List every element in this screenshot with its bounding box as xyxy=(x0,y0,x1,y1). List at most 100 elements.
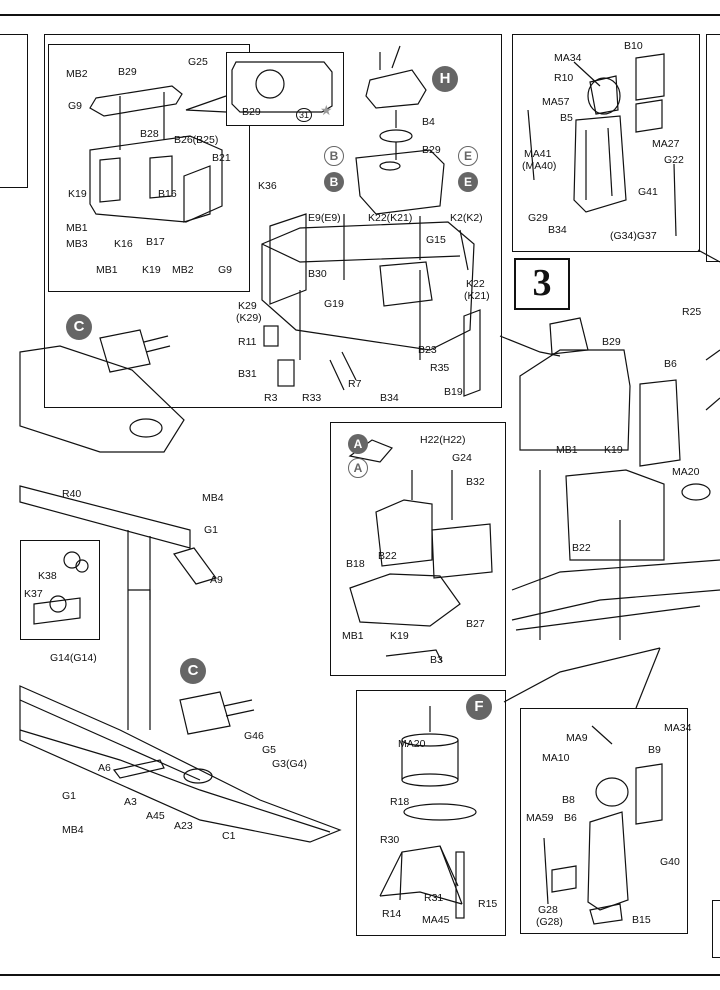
label-g1-hull: G1 xyxy=(62,790,77,802)
callout-a: A xyxy=(348,434,368,454)
inset-circle-number: 31 xyxy=(296,108,312,122)
deck-detail-inset xyxy=(48,44,250,292)
label-g40: G40 xyxy=(660,856,680,868)
label-a6: A6 xyxy=(98,762,111,774)
label-k19-director: K19 xyxy=(390,630,409,642)
mast-assembly-panel xyxy=(512,34,700,252)
b18-platform xyxy=(349,573,461,627)
label-r7: R7 xyxy=(348,378,362,390)
label-b30: B30 xyxy=(308,268,327,280)
label-r14: R14 xyxy=(382,908,402,920)
label-mb4-hull: MB4 xyxy=(62,824,84,836)
label-g15: G15 xyxy=(426,234,446,246)
callout-b: B xyxy=(324,172,344,192)
top-rule xyxy=(0,14,720,16)
label-g25: G25 xyxy=(188,56,208,68)
k38-k37-inset xyxy=(20,540,100,640)
label-b8: B8 xyxy=(562,794,575,806)
label-k38: K38 xyxy=(38,570,57,582)
b29-top-view-inset xyxy=(226,52,344,126)
label-mb4: MB4 xyxy=(202,492,224,504)
label-b4: B4 xyxy=(422,116,435,128)
label-b21: B21 xyxy=(212,152,231,164)
label-b34-mast: B34 xyxy=(548,224,567,236)
label-g9: G9 xyxy=(68,100,83,112)
label-b31: B31 xyxy=(238,368,257,380)
label-a45: A45 xyxy=(146,810,165,822)
right-edge-panel xyxy=(706,34,720,262)
label-k19-b: K19 xyxy=(142,264,161,276)
label-k21: (K21) xyxy=(464,290,490,302)
mast-tower xyxy=(573,115,627,213)
label-b16: B16 xyxy=(158,188,177,200)
label-k19: K19 xyxy=(68,188,87,200)
label-g3-g4: G3(G4) xyxy=(272,758,308,770)
label-r18: R18 xyxy=(390,796,410,808)
aft-mast-tower xyxy=(587,811,629,911)
right-bottom-edge-panel xyxy=(712,900,720,958)
inset-star-icon: ★ xyxy=(320,102,333,118)
label-k22-k21: K22(K21) xyxy=(368,212,413,224)
label-ma10: MA10 xyxy=(542,752,570,764)
label-k2-k2: K2(K2) xyxy=(450,212,483,224)
callout-h: H xyxy=(432,66,458,92)
label-a3: A3 xyxy=(124,796,137,808)
label-g22: G22 xyxy=(664,154,684,166)
step-number: 3 xyxy=(514,258,570,310)
label-b5: B5 xyxy=(560,112,573,124)
label-g41: G41 xyxy=(638,186,658,198)
label-b6-aft: B6 xyxy=(564,812,577,824)
label-b18: B18 xyxy=(346,558,365,570)
label-b17: B17 xyxy=(146,236,165,248)
label-g29: G29 xyxy=(528,212,548,224)
label-r30: R30 xyxy=(380,834,400,846)
label-r40: R40 xyxy=(62,488,82,500)
callout-e: E xyxy=(458,172,478,192)
r30-legs xyxy=(379,845,459,897)
label-b27: B27 xyxy=(466,618,485,630)
label-g1: G1 xyxy=(204,524,219,536)
label-ma59: MA59 xyxy=(526,812,554,824)
label-r10: R10 xyxy=(554,72,574,84)
r18-ring xyxy=(403,803,477,821)
label-ma45: MA45 xyxy=(422,914,450,926)
label-r15: R15 xyxy=(478,898,498,910)
label-b15: B15 xyxy=(632,914,651,926)
label-ma40: (MA40) xyxy=(522,160,557,172)
label-ma9: MA9 xyxy=(566,732,588,744)
label-b26-b25: B26(B25) xyxy=(174,134,219,146)
label-mb2-b: MB2 xyxy=(172,264,194,276)
label-r31: R31 xyxy=(424,892,444,904)
label-b22: B22 xyxy=(378,550,397,562)
label-g46: G46 xyxy=(244,730,264,742)
label-r11: R11 xyxy=(238,336,257,348)
label-c1: C1 xyxy=(222,830,236,842)
inset-pointer xyxy=(185,95,227,113)
label-ma57: MA57 xyxy=(542,96,570,108)
label-b32: B32 xyxy=(466,476,485,488)
callout-c-bottom: C xyxy=(180,658,206,684)
label-b29-deck: B29 xyxy=(118,66,137,78)
callout-e-outline: E xyxy=(458,146,478,166)
label-h22-h22: H22(H22) xyxy=(420,434,466,446)
label-k16: K16 xyxy=(114,238,133,250)
callout-c-top: C xyxy=(66,314,92,340)
b21-wall xyxy=(89,135,223,223)
a3-bracket xyxy=(112,759,165,779)
label-k22: K22 xyxy=(466,278,485,290)
label-r25: R25 xyxy=(682,306,702,318)
label-k29: K29 xyxy=(238,300,257,312)
label-g34-g37: (G34)G37 xyxy=(610,230,657,242)
label-b3: B3 xyxy=(430,654,443,666)
b29-deck-part xyxy=(89,85,183,117)
label-k36: K36 xyxy=(258,180,277,192)
callout-b-outline: B xyxy=(324,146,344,166)
label-g5: G5 xyxy=(262,744,277,756)
left-edge-panel xyxy=(0,34,28,188)
label-g24: G24 xyxy=(452,452,472,464)
assembled-bridge xyxy=(519,349,631,451)
label-ma20-tower: MA20 xyxy=(398,738,426,750)
label-r35: R35 xyxy=(430,362,450,374)
